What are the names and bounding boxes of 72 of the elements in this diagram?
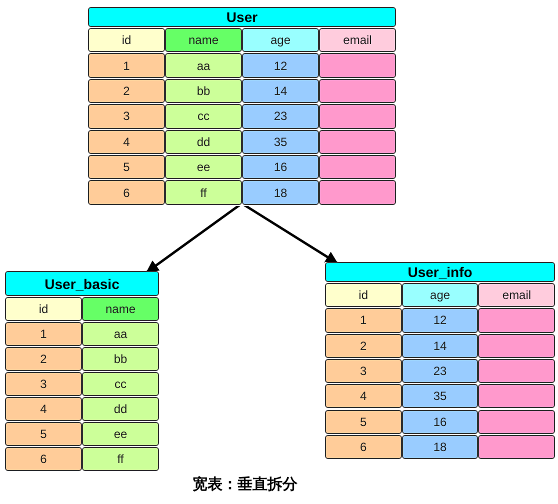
table-cell: 2 xyxy=(5,347,82,371)
table-cell: id xyxy=(88,28,165,52)
table-cell xyxy=(478,410,556,434)
table-cell: 6 xyxy=(325,434,402,460)
table-cell: 18 xyxy=(242,180,319,205)
table-cell: 3 xyxy=(88,104,165,129)
table-cell: 14 xyxy=(242,78,319,104)
table-title: User_basic xyxy=(5,271,159,296)
table-cell: 1 xyxy=(325,308,402,333)
table-cell: dd xyxy=(82,397,159,421)
table-cell: 23 xyxy=(402,358,478,384)
table-cell xyxy=(319,130,396,154)
table-cell: 35 xyxy=(242,130,319,154)
table-cell xyxy=(478,434,556,460)
table-cell: 6 xyxy=(5,447,82,471)
table-cell xyxy=(319,78,396,104)
table-cell: 14 xyxy=(402,334,478,358)
table-cell: 4 xyxy=(88,130,165,154)
table-cell xyxy=(319,155,396,180)
table-cell xyxy=(478,334,556,358)
table-cell: 4 xyxy=(5,397,82,421)
table-cell: ee xyxy=(165,155,242,180)
table xyxy=(5,271,159,472)
table-cell: 3 xyxy=(325,358,402,384)
table-cell: bb xyxy=(82,347,159,371)
table-cell: ee xyxy=(82,422,159,446)
arrow xyxy=(146,204,241,274)
table-cell: 12 xyxy=(402,308,478,333)
table-cell: age xyxy=(242,28,319,52)
table-cell: 5 xyxy=(5,422,82,446)
table-cell: 18 xyxy=(402,434,478,460)
table-cell: 4 xyxy=(325,384,402,408)
table-cell: email xyxy=(319,28,396,52)
table-cell: 2 xyxy=(325,334,402,358)
table-cell: aa xyxy=(165,53,242,78)
table-cell xyxy=(478,358,556,384)
table-cell: 16 xyxy=(242,155,319,180)
table-cell: ff xyxy=(165,180,242,205)
caption: 宽表：垂直拆分 xyxy=(192,475,298,494)
table-title: User_info xyxy=(325,262,556,282)
table-cell: name xyxy=(165,28,242,52)
table-cell: 1 xyxy=(5,322,82,346)
table-cell: cc xyxy=(82,372,159,396)
table-cell: 2 xyxy=(88,78,165,104)
table-cell: 5 xyxy=(88,155,165,180)
table-cell: 6 xyxy=(88,180,165,205)
table-cell: name xyxy=(82,297,159,321)
table-cell: 23 xyxy=(242,104,319,129)
table-cell: id xyxy=(325,283,402,308)
table-cell: id xyxy=(5,297,82,321)
table-cell: bb xyxy=(165,78,242,104)
table-cell: 5 xyxy=(325,410,402,434)
table-cell: aa xyxy=(82,322,159,346)
table-cell xyxy=(319,53,396,78)
table-cell xyxy=(478,384,556,408)
table-title: User xyxy=(88,7,396,27)
table-cell: 35 xyxy=(402,384,478,408)
table-cell: ff xyxy=(82,447,159,471)
table-cell: cc xyxy=(165,104,242,129)
table-cell xyxy=(478,308,556,333)
table-cell: 1 xyxy=(88,53,165,78)
table-cell: 16 xyxy=(402,410,478,434)
table-cell: email xyxy=(478,283,556,308)
table xyxy=(325,262,556,460)
table-cell xyxy=(319,104,396,129)
table-cell: dd xyxy=(165,130,242,154)
table-cell: 12 xyxy=(242,53,319,78)
table-cell: age xyxy=(402,283,478,308)
table-cell: 3 xyxy=(5,372,82,396)
table xyxy=(88,7,396,206)
arrow xyxy=(243,204,338,264)
table-cell xyxy=(319,180,396,205)
